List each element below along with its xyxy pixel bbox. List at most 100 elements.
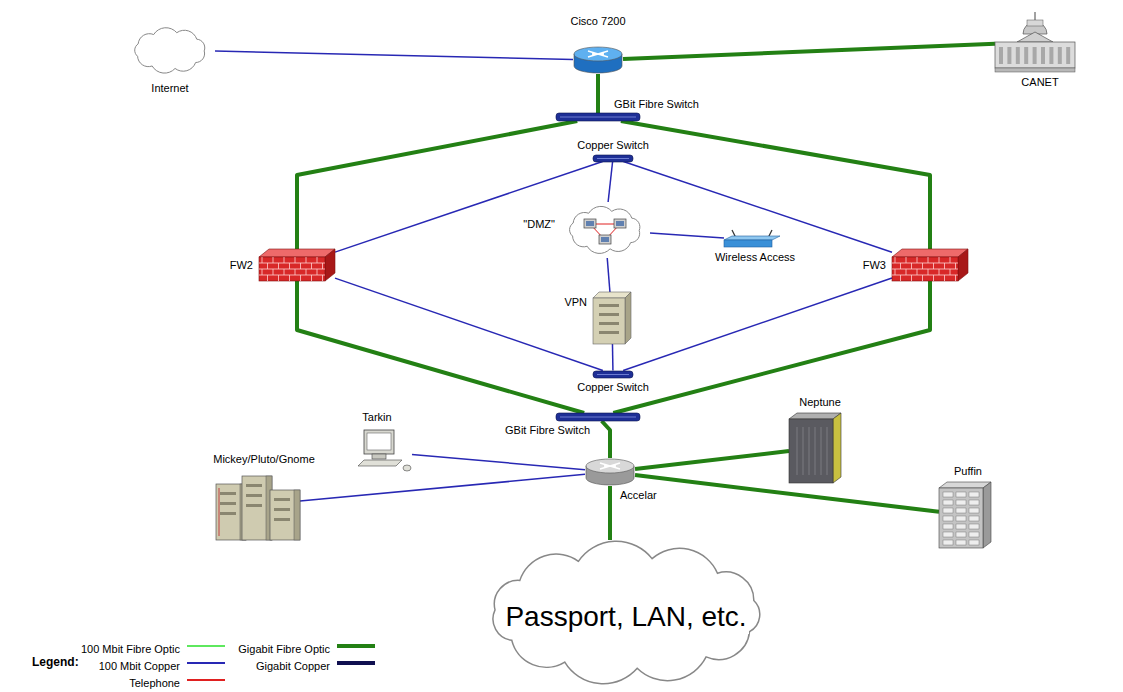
icon-part	[922, 263, 923, 269]
icon-part	[928, 269, 929, 275]
icon-part	[599, 304, 619, 307]
icon-part	[187, 662, 225, 664]
router-icon: Cisco 7200	[573, 46, 623, 74]
icon-part	[220, 502, 236, 505]
icon-part	[278, 263, 279, 269]
node-label: CANET	[1019, 76, 1060, 89]
icon-part	[278, 275, 279, 281]
icon-part	[289, 275, 290, 281]
icon-part	[317, 269, 318, 275]
icon-part	[917, 269, 918, 275]
icon-part	[939, 257, 940, 263]
icon-part	[560, 417, 636, 418]
switch-bar: Copper Switch	[593, 371, 633, 378]
icon-part	[306, 257, 307, 263]
icon-part	[556, 113, 640, 121]
icon-part	[943, 532, 953, 537]
icon-part	[1035, 12, 1036, 20]
icon-part	[259, 269, 325, 270]
legend-line-sample	[335, 639, 377, 653]
gigabit-fibre-link	[602, 421, 610, 458]
node-label: Accelar	[618, 489, 659, 502]
server-icon: Mickey/Pluto/Gnome	[216, 470, 300, 540]
icon-part	[325, 249, 335, 281]
icon-part	[895, 269, 896, 275]
copper-link	[623, 278, 892, 370]
icon-part	[599, 331, 619, 334]
legend-entry: Telephone	[129, 673, 228, 687]
icon-part	[560, 117, 636, 118]
icon-part	[803, 427, 804, 475]
server-icon	[789, 413, 841, 483]
icon-part	[295, 269, 296, 275]
icon-part	[259, 249, 335, 257]
switch-bar	[593, 155, 633, 162]
icon-part	[939, 488, 983, 548]
icon-part	[892, 275, 958, 276]
switch-bar	[593, 371, 633, 378]
icon-part	[586, 459, 634, 473]
icon-part	[556, 413, 640, 421]
icon-part	[833, 413, 841, 483]
icon-part	[246, 494, 262, 497]
copper-link	[335, 278, 603, 370]
switch-bar	[556, 113, 640, 121]
legend-text: Gigabit Fibre Optic	[238, 643, 330, 655]
icon-part	[956, 500, 966, 505]
icon-part	[955, 263, 956, 269]
node-label: "DMZ"	[521, 218, 557, 231]
icon-part	[284, 269, 285, 275]
copper-link	[612, 344, 614, 371]
icon-part	[956, 492, 966, 497]
icon-part	[593, 292, 631, 298]
icon-part	[599, 322, 619, 325]
icon-part	[815, 427, 816, 475]
firewall-icon: FW3	[892, 249, 968, 281]
icon-part	[616, 221, 624, 226]
node-label: Internet	[149, 82, 190, 95]
icon-part	[570, 206, 640, 253]
icon-part	[995, 42, 1075, 68]
icon-part	[593, 371, 633, 378]
gigabit-fibre-link	[621, 121, 930, 249]
icon-part	[493, 541, 760, 683]
node-label: VPN	[562, 296, 589, 309]
gigabit-fibre-link	[613, 281, 930, 413]
copper-link	[335, 162, 603, 253]
icon-part	[956, 508, 966, 513]
node-label: Cisco 7200	[568, 15, 627, 28]
icon-part	[311, 263, 312, 269]
server-icon	[593, 292, 631, 344]
workstation-icon: Tarkin	[358, 430, 412, 474]
icon-part	[933, 263, 934, 269]
icon-part	[337, 661, 375, 665]
icon-part	[300, 263, 301, 269]
icon-part	[906, 257, 907, 263]
icon-part	[900, 275, 901, 281]
icon-part	[955, 275, 956, 281]
gigabit-fibre-link	[297, 281, 584, 413]
icon-part	[1016, 47, 1020, 64]
switch-bar: GBit Fibre Switch	[556, 113, 640, 121]
icon-part	[322, 263, 323, 269]
icon-part	[999, 47, 1003, 64]
server-icon: Neptune	[789, 413, 841, 483]
icon-part	[892, 263, 958, 264]
icon-part	[892, 257, 958, 281]
icon-part	[259, 257, 325, 281]
icon-part	[928, 257, 929, 263]
icon-part	[593, 371, 633, 378]
legend-text: Gigabit Copper	[256, 660, 330, 672]
icon-part	[317, 257, 318, 263]
copper-link	[300, 474, 585, 501]
router-icon: Accelar	[585, 458, 635, 486]
icon-part	[969, 524, 979, 529]
legend-entry: Gigabit Fibre Optic	[238, 639, 378, 653]
dmz-cloud: "DMZ"	[560, 202, 650, 258]
icon-part	[584, 219, 596, 228]
icon-part	[358, 430, 411, 471]
icon-part	[246, 484, 262, 487]
icon-part	[337, 644, 375, 648]
icon-part	[600, 463, 620, 469]
icon-part	[262, 269, 263, 275]
